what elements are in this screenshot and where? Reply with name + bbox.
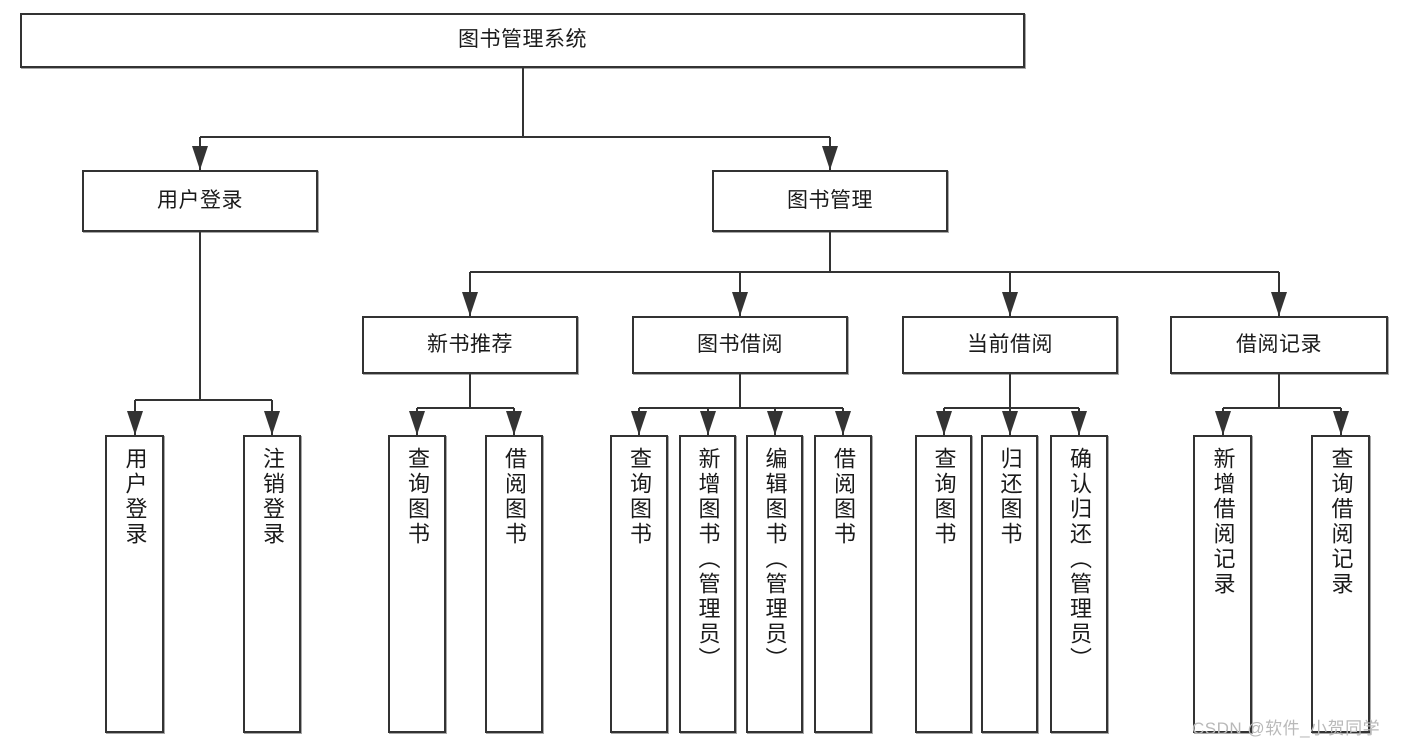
node-book-borrow[interactable]: 图书借阅 xyxy=(632,316,848,374)
arrowhead-user-login-1 xyxy=(264,411,280,435)
node-label: 查询图书 xyxy=(931,447,957,547)
node-leaf-query-book-2[interactable]: 查询图书 xyxy=(610,435,668,733)
arrowhead-book-borrow-2 xyxy=(767,411,783,435)
arrowhead-new-book-rec-1 xyxy=(506,411,522,435)
node-label: 用户登录 xyxy=(157,188,243,212)
node-leaf-return-book[interactable]: 归还图书 xyxy=(981,435,1038,733)
arrowhead-new-book-rec-0 xyxy=(409,411,425,435)
node-root[interactable]: 图书管理系统 xyxy=(20,13,1025,68)
node-label: 查询借阅记录 xyxy=(1328,447,1354,597)
node-label: 借阅图书 xyxy=(831,447,856,547)
arrowhead-book-manage-0 xyxy=(462,292,478,316)
arrowhead-root-0 xyxy=(192,146,208,170)
arrowhead-borrow-record-0 xyxy=(1215,411,1231,435)
node-leaf-query-book-3[interactable]: 查询图书 xyxy=(915,435,972,733)
csdn-watermark: CSDN @软件_小贺同学 xyxy=(1192,719,1381,738)
node-label: 用户登录 xyxy=(122,447,148,547)
node-new-book-rec[interactable]: 新书推荐 xyxy=(362,316,578,374)
node-label: 借阅记录 xyxy=(1236,332,1322,356)
arrowhead-current-borrow-0 xyxy=(936,411,952,435)
node-book-manage[interactable]: 图书管理 xyxy=(712,170,948,232)
node-leaf-query-book-1[interactable]: 查询图书 xyxy=(388,435,446,733)
arrowhead-root-1 xyxy=(822,146,838,170)
arrowhead-book-borrow-0 xyxy=(631,411,647,435)
node-leaf-confirm-return[interactable]: 确认归还（管理员） xyxy=(1050,435,1108,733)
node-label: 编辑图书（管理员） xyxy=(762,447,788,672)
node-leaf-borrow-book-2[interactable]: 借阅图书 xyxy=(814,435,872,733)
node-leaf-edit-book[interactable]: 编辑图书（管理员） xyxy=(746,435,803,733)
node-current-borrow[interactable]: 当前借阅 xyxy=(902,316,1118,374)
arrowhead-current-borrow-1 xyxy=(1002,411,1018,435)
arrowhead-book-manage-2 xyxy=(1002,292,1018,316)
node-label: 查询图书 xyxy=(405,447,430,547)
node-label: 借阅图书 xyxy=(502,447,527,547)
node-label: 归还图书 xyxy=(997,447,1023,547)
node-leaf-add-book[interactable]: 新增图书（管理员） xyxy=(679,435,736,733)
arrowhead-book-manage-3 xyxy=(1271,292,1287,316)
arrowhead-user-login-0 xyxy=(127,411,143,435)
arrowhead-book-borrow-1 xyxy=(700,411,716,435)
node-leaf-query-record[interactable]: 查询借阅记录 xyxy=(1311,435,1370,733)
arrowhead-borrow-record-1 xyxy=(1333,411,1349,435)
node-label: 图书借阅 xyxy=(697,332,783,356)
node-label: 新增图书（管理员） xyxy=(695,447,721,672)
node-leaf-user-login[interactable]: 用户登录 xyxy=(105,435,164,733)
node-leaf-add-record[interactable]: 新增借阅记录 xyxy=(1193,435,1252,733)
arrowhead-current-borrow-2 xyxy=(1071,411,1087,435)
node-label: 图书管理 xyxy=(787,188,873,212)
arrowhead-book-borrow-3 xyxy=(835,411,851,435)
node-leaf-logout[interactable]: 注销登录 xyxy=(243,435,301,733)
arrowhead-book-manage-1 xyxy=(732,292,748,316)
node-leaf-borrow-book-1[interactable]: 借阅图书 xyxy=(485,435,543,733)
node-borrow-record[interactable]: 借阅记录 xyxy=(1170,316,1388,374)
node-label: 新增借阅记录 xyxy=(1210,447,1236,597)
node-user-login[interactable]: 用户登录 xyxy=(82,170,318,232)
node-label: 当前借阅 xyxy=(967,332,1053,356)
node-label: 确认归还（管理员） xyxy=(1067,447,1092,672)
node-label: 图书管理系统 xyxy=(458,28,587,52)
node-label: 查询图书 xyxy=(627,447,652,547)
node-label: 新书推荐 xyxy=(427,332,513,356)
node-label: 注销登录 xyxy=(260,447,285,547)
